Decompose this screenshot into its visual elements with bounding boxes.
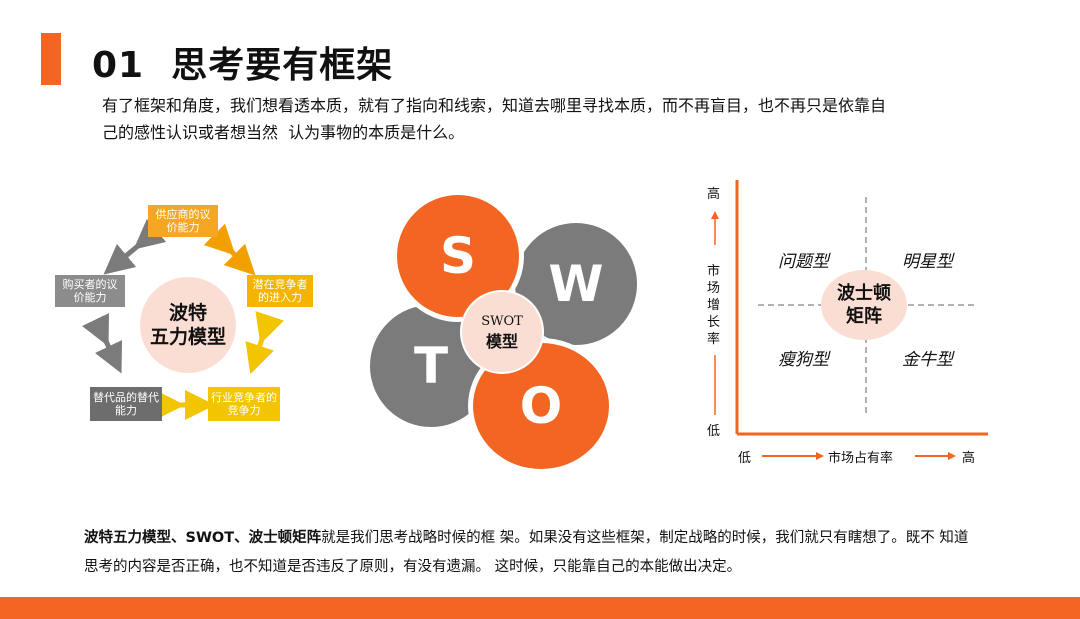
bcg-axes (711, 180, 988, 460)
arrow-entrant-rivalry (245, 311, 284, 375)
bcg-y-label: 市场增长率 (707, 264, 721, 347)
bcg-question-quadrant: 问题型 (778, 252, 829, 272)
porter-buyer-box: 购买者的议价能力 (55, 275, 125, 307)
bottom-summary-text: 波特五力模型、SWOT、波士顿矩阵就是我们思考战略时候的框 架。如果没有这些框架… (84, 524, 1044, 582)
bottom-line-2: 思考的内容是否正确，也不知道是否违反了原则，有没有遗漏。 这时候，只能靠自己的本… (84, 559, 742, 575)
intro-line-2: 己的感性认识或者想当然 认为事物的本质是什么。 (102, 123, 465, 142)
arrow-supplier-entrant (203, 223, 256, 276)
porter-substitute-box: 替代品的替代能力 (90, 387, 162, 421)
bcg-x-low: 低 (738, 451, 752, 466)
intro-text: 有了框架和角度，我们想看透本质，就有了指向和线索，知道去哪里寻找本质，而不再盲目… (102, 92, 1002, 146)
page-title: 01 思考要有框架 (92, 45, 394, 86)
bcg-cow-quadrant: 金牛型 (902, 350, 953, 370)
bottom-line-1: 就是我们思考战略时候的框 架。如果没有这些框架，制定战略的时候，我们就只有瞎想了… (321, 530, 969, 546)
porter-center-circle: 波特五力模型 (140, 277, 236, 373)
porter-supplier-box: 供应商的议价能力 (148, 205, 218, 237)
bcg-y-low: 低 (707, 424, 721, 439)
porter-entrant-box: 潜在竞争者的进入力 (247, 275, 313, 307)
swot-s-circle: S (392, 190, 524, 322)
bcg-y-high: 高 (707, 187, 721, 202)
bcg-x-label: 市场占有率 (828, 451, 894, 466)
intro-line-1: 有了框架和角度，我们想看透本质，就有了指向和线索，知道去哪里寻找本质，而不再盲目… (102, 96, 887, 115)
title-accent-bar (41, 33, 61, 85)
bcg-dog-quadrant: 瘦狗型 (778, 350, 829, 370)
bcg-center-circle: 波士顿矩阵 (821, 270, 907, 340)
bcg-star-quadrant: 明星型 (902, 252, 953, 272)
bcg-matrix-diagram: 高 市场增长率 低 低 市场占有率 高 问题型 明星型 瘦狗型 金牛型 波士顿矩… (700, 175, 1000, 475)
bcg-x-high: 高 (962, 451, 976, 466)
porter-rivalry-box: 行业竞争者的竞争力 (208, 387, 280, 421)
bottom-bold-lead: 波特五力模型、SWOT、波士顿矩阵 (84, 530, 322, 546)
porter-five-forces-diagram: 供应商的议价能力 潜在竞争者的进入力 购买者的议价能力 替代品的替代能力 行业竞… (40, 195, 330, 435)
footer-accent-bar (0, 597, 1080, 619)
porter-arrows (81, 218, 284, 420)
arrow-supplier-buyer (103, 218, 167, 275)
arrow-buyer-substitute (81, 312, 123, 374)
